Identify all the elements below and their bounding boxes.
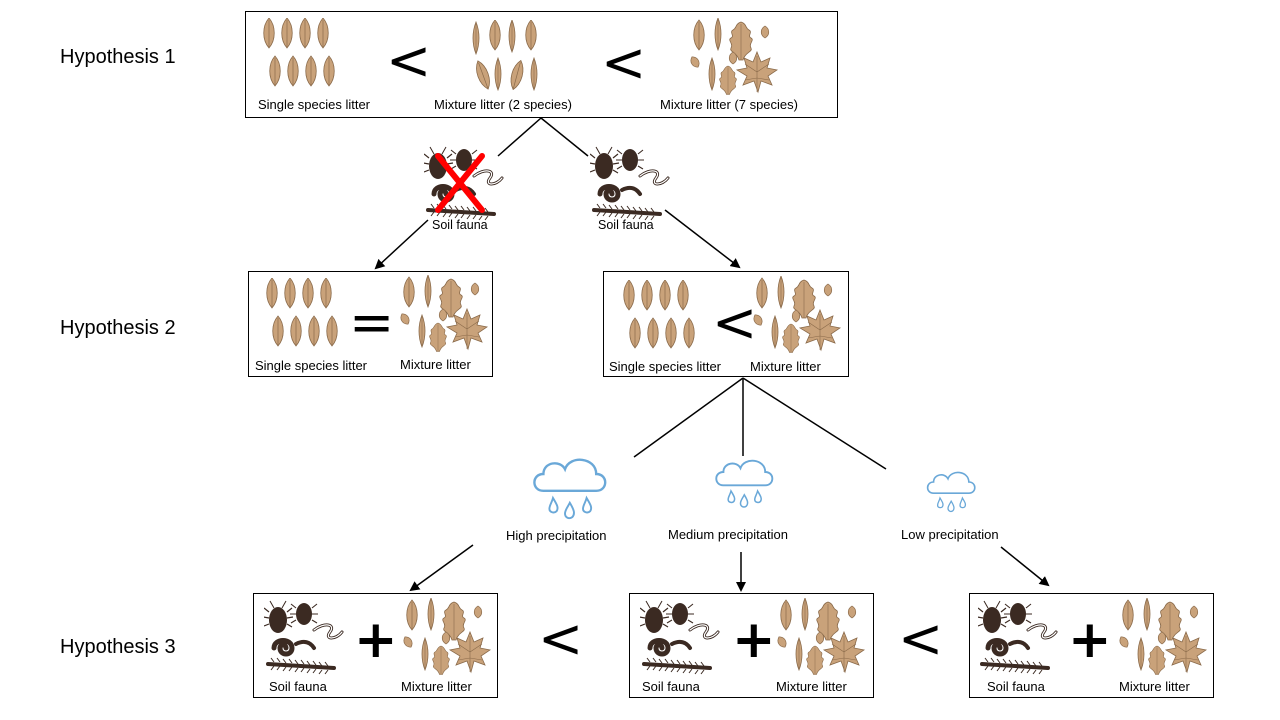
medium-precipitation-label: Medium precipitation (668, 527, 788, 542)
mixture-leaves-icon (402, 598, 502, 683)
hypothesis-3-label: Hypothesis 3 (60, 636, 176, 658)
mixture-7-species-leaves-icon (689, 18, 789, 103)
mixture-leaves-icon (776, 598, 876, 683)
mixture-label: Mixture litter (401, 679, 472, 694)
single-species-leaves-icon (621, 280, 701, 360)
mixture-label: Mixture litter (400, 357, 471, 372)
hypothesis-1-label: Hypothesis 1 (60, 46, 176, 68)
plus-symbol: + (354, 610, 398, 670)
mixture-leaves-icon (399, 275, 499, 360)
medium-precipitation-cloud-icon (715, 459, 774, 508)
soil-fauna-label: Soil fauna (598, 218, 654, 232)
equals-symbol: = (349, 291, 395, 354)
less-than-symbol: < (538, 607, 584, 670)
soil-fauna-excluded-label: Soil fauna (432, 218, 488, 232)
hypothesis-3-box-low: + Soil fauna Mixture litter (969, 593, 1214, 698)
hypothesis-2-right-box: < Single species litter Mixture litter (603, 271, 849, 377)
hypothesis-2-left-box: = Single species litter Mixture litter (248, 271, 493, 377)
less-than-symbol: < (601, 31, 647, 94)
mixture-label: Mixture litter (750, 359, 821, 374)
mixture-2-species-label: Mixture litter (2 species) (434, 97, 572, 112)
less-than-symbol: < (712, 291, 758, 354)
plus-symbol: + (1068, 610, 1112, 670)
soil-fauna-label: Soil fauna (987, 679, 1045, 694)
mixture-label: Mixture litter (1119, 679, 1190, 694)
soil-fauna-icon (590, 146, 675, 222)
single-species-leaves-icon (261, 18, 341, 98)
mixture-7-species-label: Mixture litter (7 species) (660, 97, 798, 112)
less-than-symbol: < (386, 29, 432, 92)
mixture-2-species-leaves-icon (471, 20, 551, 100)
high-precipitation-cloud-icon (533, 458, 607, 520)
plus-symbol: + (732, 610, 776, 670)
mixture-label: Mixture litter (776, 679, 847, 694)
soil-fauna-label: Soil fauna (269, 679, 327, 694)
soil-fauna-icon (640, 600, 725, 676)
soil-fauna-excluded-icon (424, 146, 509, 222)
single-species-leaves-icon (264, 278, 344, 358)
single-species-label: Single species litter (255, 358, 367, 373)
hypothesis-3-box-medium: + Soil fauna Mixture litter (629, 593, 874, 698)
hypothesis-3-box-high: + Soil fauna Mixture litter (253, 593, 498, 698)
hypothesis-1-box: < < Single species litter Mixture litter… (245, 11, 838, 118)
single-species-label: Single species litter (258, 97, 370, 112)
mixture-leaves-icon (1118, 598, 1218, 683)
soil-fauna-icon (264, 600, 349, 676)
mixture-leaves-icon (752, 276, 852, 361)
soil-fauna-icon (978, 600, 1063, 676)
hypothesis-2-label: Hypothesis 2 (60, 317, 176, 339)
less-than-symbol: < (898, 607, 944, 670)
low-precipitation-cloud-icon (926, 471, 976, 513)
single-species-label: Single species litter (609, 359, 721, 374)
low-precipitation-label: Low precipitation (901, 527, 999, 542)
high-precipitation-label: High precipitation (506, 528, 607, 543)
soil-fauna-label: Soil fauna (642, 679, 700, 694)
